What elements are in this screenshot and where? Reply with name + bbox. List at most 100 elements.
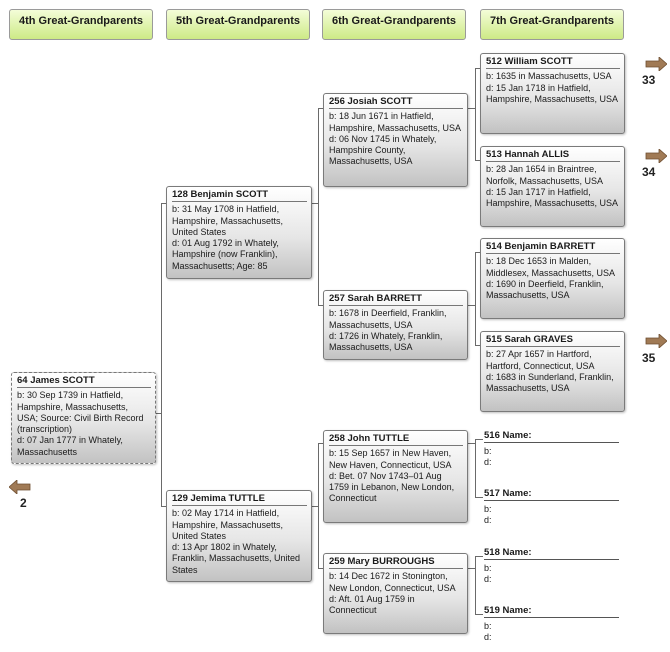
- slot-birth: b:: [484, 621, 492, 631]
- person-card-513[interactable]: 513 Hannah ALLIS b: 28 Jan 1654 in Brain…: [480, 146, 625, 227]
- slot-death: d:: [484, 515, 492, 525]
- birth-info: b: 15 Sep 1657 in New Haven, New Haven, …: [329, 448, 452, 470]
- connector: [468, 568, 475, 569]
- person-name: 64 James SCOTT: [17, 375, 151, 389]
- forward-number-34[interactable]: 34: [642, 165, 656, 179]
- birth-info: b: 1678 in Deerfield, Franklin, Massachu…: [329, 308, 447, 330]
- forward-number-35[interactable]: 35: [642, 351, 656, 365]
- person-card-514[interactable]: 514 Benjamin BARRETT b: 18 Dec 1653 in M…: [480, 238, 625, 319]
- person-card-258[interactable]: 258 John TUTTLE b: 15 Sep 1657 in New Ha…: [323, 430, 468, 523]
- connector: [318, 305, 323, 306]
- person-name: 513 Hannah ALLIS: [486, 149, 620, 163]
- death-info: d: 1690 in Deerfield, Franklin, Massachu…: [486, 278, 604, 301]
- connector: [475, 68, 480, 69]
- slot-death: d:: [484, 457, 492, 467]
- connector: [318, 443, 323, 444]
- slot-name: 518 Name:: [484, 547, 619, 560]
- connector: [475, 556, 476, 615]
- empty-slot-517[interactable]: 517 Name: b: d:: [484, 488, 619, 526]
- person-card-259[interactable]: 259 Mary BURROUGHS b: 14 Dec 1672 in Sto…: [323, 553, 468, 634]
- slot-birth: b:: [484, 563, 492, 573]
- connector: [475, 160, 480, 161]
- person-card-515[interactable]: 515 Sarah GRAVES b: 27 Apr 1657 in Hartf…: [480, 331, 625, 412]
- birth-info: b: 30 Sep 1739 in Hatfield, Hampshire, M…: [17, 390, 144, 435]
- person-name: 259 Mary BURROUGHS: [329, 556, 463, 570]
- birth-info: b: 31 May 1708 in Hatfield, Hampshire, M…: [172, 204, 284, 237]
- person-name: 258 John TUTTLE: [329, 433, 463, 447]
- death-info: d: 06 Nov 1745 in Whately, Hampshire Cou…: [329, 133, 437, 167]
- connector: [475, 439, 483, 440]
- person-card-128[interactable]: 128 Benjamin SCOTT b: 31 May 1708 in Hat…: [166, 186, 312, 279]
- connector: [475, 614, 483, 615]
- person-name: 256 Josiah SCOTT: [329, 96, 463, 110]
- death-info: d: 15 Jan 1717 in Hatfield, Hampshire, M…: [486, 186, 619, 209]
- birth-info: b: 14 Dec 1672 in Stonington, New London…: [329, 571, 456, 593]
- connector: [155, 413, 161, 414]
- person-card-129[interactable]: 129 Jemima TUTTLE b: 02 May 1714 in Hatf…: [166, 490, 312, 582]
- person-card-512[interactable]: 512 William SCOTT b: 1635 in Massachuset…: [480, 53, 625, 134]
- connector: [468, 305, 475, 306]
- back-arrow-icon[interactable]: [9, 480, 31, 494]
- death-info: d: 07 Jan 1777 in Whately, Massachusetts: [17, 435, 123, 457]
- person-card-256[interactable]: 256 Josiah SCOTT b: 18 Jun 1671 in Hatfi…: [323, 93, 468, 187]
- connector: [475, 252, 476, 346]
- death-info: d: 13 Apr 1802 in Whately, Franklin, Mas…: [172, 542, 301, 575]
- death-info: d: 1726 in Whately, Franklin, Massachuse…: [329, 330, 443, 353]
- back-generation-number[interactable]: 2: [20, 496, 27, 510]
- birth-info: b: 1635 in Massachusetts, USA: [486, 71, 612, 82]
- death-info: d: 1683 in Sunderland, Franklin, Massach…: [486, 371, 614, 394]
- birth-info: b: 27 Apr 1657 in Hartford, Hartford, Co…: [486, 349, 595, 371]
- person-name: 514 Benjamin BARRETT: [486, 241, 620, 255]
- birth-info: b: 18 Dec 1653 in Malden, Middlesex, Mas…: [486, 256, 616, 278]
- connector: [312, 506, 318, 507]
- connector: [312, 203, 318, 204]
- person-name: 129 Jemima TUTTLE: [172, 493, 307, 507]
- person-name: 128 Benjamin SCOTT: [172, 189, 307, 203]
- connector: [475, 345, 480, 346]
- connector: [475, 252, 480, 253]
- forward-arrow-icon[interactable]: [645, 57, 667, 71]
- person-card-257[interactable]: 257 Sarah BARRETT b: 1678 in Deerfield, …: [323, 290, 468, 360]
- death-info: d: Aft. 01 Aug 1759 in Connecticut: [329, 593, 415, 616]
- empty-slot-519[interactable]: 519 Name: b: d:: [484, 605, 619, 643]
- slot-death: d:: [484, 632, 492, 642]
- connector: [318, 443, 319, 569]
- connector: [318, 108, 323, 109]
- connector: [475, 68, 476, 161]
- slot-birth: b:: [484, 446, 492, 456]
- connector: [318, 568, 323, 569]
- slot-death: d:: [484, 574, 492, 584]
- death-info: d: 15 Jan 1718 in Hatfield, Hampshire, M…: [486, 82, 619, 104]
- connector: [468, 108, 475, 109]
- forward-arrow-icon[interactable]: [645, 334, 667, 348]
- header-6th-great-grandparents: 6th Great-Grandparents: [322, 9, 466, 40]
- header-7th-great-grandparents: 7th Great-Grandparents: [480, 9, 624, 40]
- slot-birth: b:: [484, 504, 492, 514]
- birth-info: b: 18 Jun 1671 in Hatfield, Hampshire, M…: [329, 111, 462, 133]
- empty-slot-516[interactable]: 516 Name: b: d:: [484, 430, 619, 468]
- slot-name: 516 Name:: [484, 430, 619, 443]
- birth-info: b: 28 Jan 1654 in Braintree, Norfolk, Ma…: [486, 164, 604, 186]
- header-5th-great-grandparents: 5th Great-Grandparents: [166, 9, 310, 40]
- forward-number-33[interactable]: 33: [642, 73, 656, 87]
- person-card-64[interactable]: 64 James SCOTT b: 30 Sep 1739 in Hatfiel…: [11, 372, 156, 464]
- connector: [161, 506, 166, 507]
- birth-info: b: 02 May 1714 in Hatfield, Hampshire, M…: [172, 508, 284, 541]
- death-info: d: Bet. 07 Nov 1743–01 Aug 1759 in Leban…: [329, 470, 455, 504]
- person-name: 512 William SCOTT: [486, 56, 620, 70]
- connector: [161, 203, 162, 507]
- person-name: 257 Sarah BARRETT: [329, 293, 463, 307]
- connector: [475, 439, 476, 498]
- slot-name: 517 Name:: [484, 488, 619, 501]
- connector: [475, 556, 483, 557]
- connector: [318, 108, 319, 306]
- connector: [468, 443, 475, 444]
- person-name: 515 Sarah GRAVES: [486, 334, 620, 348]
- connector: [475, 497, 483, 498]
- connector: [161, 203, 166, 204]
- header-4th-great-grandparents: 4th Great-Grandparents: [9, 9, 153, 40]
- slot-name: 519 Name:: [484, 605, 619, 618]
- death-info: d: 01 Aug 1792 in Whately, Hampshire (no…: [172, 238, 279, 271]
- forward-arrow-icon[interactable]: [645, 149, 667, 163]
- empty-slot-518[interactable]: 518 Name: b: d:: [484, 547, 619, 585]
